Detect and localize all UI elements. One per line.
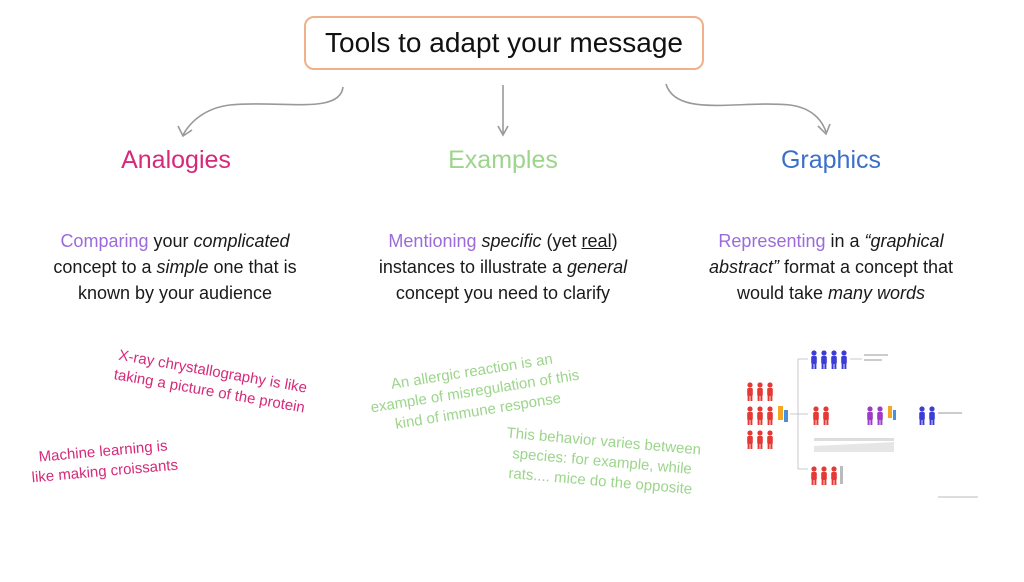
crowd-left xyxy=(747,382,773,449)
heading-analogies: Analogies xyxy=(121,146,231,174)
heading-examples: Examples xyxy=(448,146,558,174)
page-title: Tools to adapt your message xyxy=(325,27,683,58)
arrow-right xyxy=(665,83,827,133)
graphical-abstract-figure xyxy=(747,350,978,498)
arrow-middle-head xyxy=(497,125,509,137)
arrow-left-head xyxy=(177,125,193,138)
arrow-right-head xyxy=(817,123,831,136)
desc-keyword: Representing xyxy=(718,231,826,251)
desc-examples: Mentioning specific (yet real) instances… xyxy=(378,231,628,303)
crowd-top xyxy=(811,350,847,369)
arrow-left xyxy=(182,86,344,136)
heading-graphics: Graphics xyxy=(780,146,882,174)
crowd-bottom xyxy=(811,466,837,485)
desc-keyword: Comparing xyxy=(60,231,149,251)
desc-keyword: Mentioning xyxy=(388,231,477,251)
title-box: Tools to adapt your message xyxy=(304,16,704,70)
desc-graphics: Representing in a “graphical abstract” f… xyxy=(708,231,954,303)
desc-analogies: Comparing your complicated concept to a … xyxy=(53,231,297,303)
